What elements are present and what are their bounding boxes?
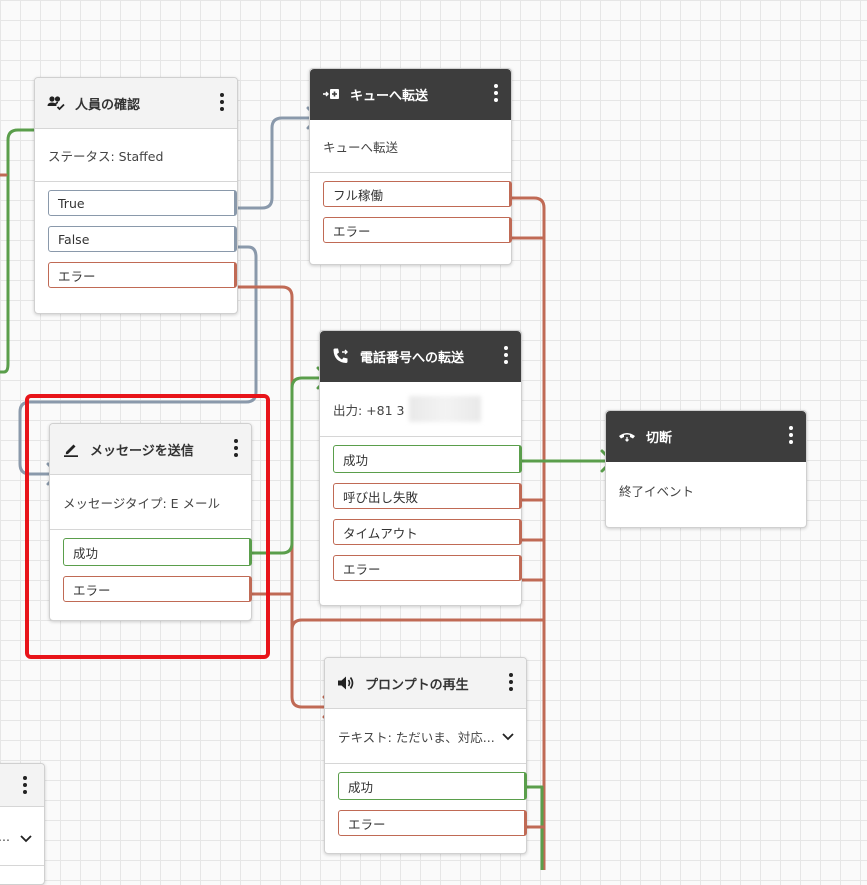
node-phone-transfer[interactable]: 電話番号への転送 出力: +81 3 成功 呼び出し失敗 タイムアウト エラー: [319, 330, 522, 606]
output-success[interactable]: 成功: [333, 445, 522, 473]
output-error[interactable]: エラー: [333, 555, 522, 581]
node-description: 終了イベント: [619, 483, 695, 499]
output-error[interactable]: エラー: [63, 576, 252, 602]
chevron-down-icon[interactable]: [502, 729, 514, 744]
node-header: メッセージを送信: [50, 424, 251, 475]
partial-text: ...: [0, 828, 10, 844]
node-disconnect[interactable]: 切断 終了イベント: [605, 410, 807, 528]
output-true[interactable]: True: [48, 190, 237, 216]
node-description: 出力: +81 3: [320, 382, 521, 437]
pencil-icon: [62, 440, 80, 458]
node-description: ...: [0, 807, 44, 866]
node-description: ステータス: Staffed: [35, 129, 237, 182]
node-send-message[interactable]: メッセージを送信 メッセージタイプ: E メール 成功 エラー: [49, 423, 252, 621]
output-success[interactable]: 成功: [338, 772, 527, 800]
more-options-icon[interactable]: [18, 773, 32, 797]
prompt-text: テキスト: ただいま、対応...: [338, 729, 495, 745]
node-outputs: 成功 エラー: [325, 764, 527, 856]
node-title: 切断: [646, 430, 673, 446]
node-description: キューへ転送: [310, 120, 511, 173]
node-header: プロンプトの再生: [325, 658, 526, 709]
output-error[interactable]: エラー: [323, 217, 512, 243]
node-play-prompt[interactable]: プロンプトの再生 テキスト: ただいま、対応... 成功 エラー: [324, 657, 527, 854]
node-outputs: True False エラー: [35, 182, 237, 308]
node-queue-transfer[interactable]: キューへ転送 キューへ転送 フル稼働 エラー: [309, 68, 512, 265]
node-title: 人員の確認: [75, 97, 141, 113]
output-error[interactable]: エラー: [48, 262, 237, 288]
chevron-down-icon[interactable]: [20, 831, 32, 846]
more-options-icon[interactable]: [499, 343, 513, 367]
output-error[interactable]: エラー: [338, 810, 527, 836]
queue-transfer-icon: [322, 85, 340, 103]
more-options-icon[interactable]: [489, 81, 503, 105]
node-title: プロンプトの再生: [365, 677, 469, 693]
node-header: 切断: [606, 411, 806, 462]
speaker-icon: [337, 674, 355, 692]
node-description: テキスト: ただいま、対応...: [325, 709, 526, 764]
node-outputs: 成功 エラー: [50, 530, 252, 622]
node-outputs: 成功 呼び出し失敗 タイムアウト エラー: [320, 437, 522, 601]
redacted-phone-number: [408, 396, 481, 422]
phone-forward-icon: [332, 347, 350, 365]
staff-check-icon: [47, 94, 65, 112]
output-call-failed[interactable]: 呼び出し失敗: [333, 483, 522, 509]
output-timeout[interactable]: タイムアウト: [333, 519, 522, 545]
hang-up-icon: [618, 427, 636, 445]
node-header: [0, 764, 44, 807]
node-staff-check[interactable]: 人員の確認 ステータス: Staffed True False エラー: [34, 77, 238, 314]
more-options-icon[interactable]: [784, 423, 798, 447]
node-title: 電話番号への転送: [360, 350, 465, 366]
selection-highlight: [25, 394, 270, 659]
more-options-icon[interactable]: [504, 670, 518, 694]
node-partial-left[interactable]: ...: [0, 763, 45, 885]
node-header: 電話番号への転送: [320, 331, 521, 382]
node-header: 人員の確認: [35, 78, 237, 129]
node-title: メッセージを送信: [90, 443, 194, 459]
node-description: メッセージタイプ: E メール: [50, 475, 251, 530]
output-success[interactable]: 成功: [63, 538, 252, 566]
output-full-capacity[interactable]: フル稼働: [323, 181, 512, 207]
more-options-icon[interactable]: [229, 436, 243, 460]
output-phone-text: 出力: +81 3: [333, 402, 405, 418]
output-false[interactable]: False: [48, 226, 237, 252]
node-outputs: フル稼働 エラー: [310, 173, 512, 263]
node-header: キューへ転送: [310, 69, 511, 120]
node-title: キューへ転送: [350, 88, 429, 104]
more-options-icon[interactable]: [215, 90, 229, 114]
